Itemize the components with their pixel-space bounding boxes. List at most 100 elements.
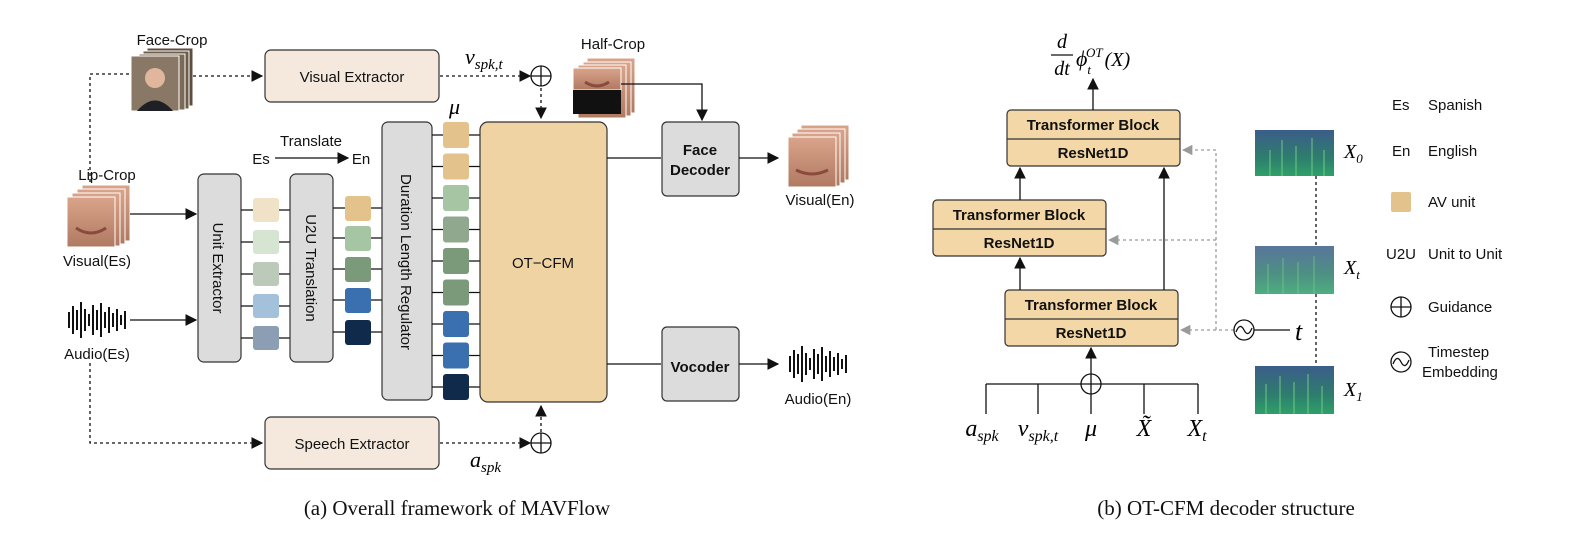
duration-unit-cell — [443, 342, 469, 369]
legend-text-english: English — [1428, 143, 1477, 160]
u2u-unit-cell — [345, 288, 371, 313]
half-crop-label: Half-Crop — [581, 36, 645, 53]
u2u-translation-box — [289, 173, 334, 363]
lip-unit-cell — [253, 198, 279, 222]
face-crop-label: Face-Crop — [137, 32, 208, 49]
guidance-icon — [530, 65, 552, 87]
face-crop-image — [130, 47, 194, 112]
visual-extractor-label: Visual Extractor — [300, 69, 405, 86]
duration-unit-cell — [443, 185, 469, 211]
lip-unit-cell — [253, 262, 279, 286]
visual-en-image — [787, 124, 850, 188]
caption-a: (a) Overall framework of MAVFlow — [304, 496, 611, 520]
mu-label: μ — [448, 94, 460, 119]
es-label: Es — [252, 151, 270, 168]
timestep-connectors — [1107, 144, 1234, 336]
u2u-unit-cell — [345, 257, 371, 282]
svg-text:dt: dt — [1054, 58, 1070, 80]
panel-b: d dt ϕtOT(X) Transformer Block ResNet1D … — [932, 31, 1363, 520]
resnet-label-mid: ResNet1D — [984, 235, 1055, 252]
output-formula: d dt ϕtOT(X) — [1051, 31, 1131, 80]
guidance-icon — [1080, 373, 1102, 395]
lip-crop-label: Lip-Crop — [78, 167, 136, 184]
u2u-unit-column — [333, 196, 382, 345]
resnet-label-bottom: ResNet1D — [1056, 325, 1127, 342]
duration-unit-column — [432, 122, 480, 400]
speech-extractor-box — [264, 416, 440, 470]
legend-text-guidance: Guidance — [1428, 299, 1492, 316]
ot-cfm-label: OT−CFM — [512, 255, 574, 272]
duration-unit-cell — [443, 374, 469, 400]
ot-cfm-box — [479, 121, 608, 403]
duration-regulator-label: Duration Length Regulator — [397, 174, 414, 350]
lip-unit-cell — [253, 294, 279, 318]
spectrogram-label: X0 — [1343, 141, 1363, 166]
u2u-unit-cell — [345, 196, 371, 221]
u2u-unit-cell — [345, 320, 371, 345]
unit-extractor-label: Unit Extractor — [209, 223, 226, 314]
resnet-label-top: ResNet1D — [1058, 145, 1129, 162]
visual-es-label: Visual(Es) — [63, 253, 131, 270]
vocoder-label: Vocoder — [671, 359, 730, 376]
spectrogram-label: Xt — [1343, 257, 1360, 282]
duration-unit-cell — [443, 216, 469, 243]
half-crop-image — [572, 57, 636, 119]
legend-text-unit-to-unit: Unit to Unit — [1428, 246, 1503, 263]
block-arrows — [1014, 77, 1170, 374]
legend-timestep-icon — [1390, 351, 1412, 373]
visual-extractor-box — [264, 49, 440, 103]
legend-text-embedding: Embedding — [1422, 364, 1498, 381]
duration-unit-cell — [443, 311, 469, 337]
legend: Es Spanish En English AV unit U2U Unit t… — [1386, 97, 1503, 381]
input-labels: aspk vspk,t μ X̃ Xt — [965, 415, 1207, 445]
unit-extractor-box — [197, 173, 242, 363]
visual-en-label: Visual(En) — [786, 192, 855, 209]
svg-text:ϕtOT(X): ϕtOT(X) — [1076, 45, 1131, 77]
dotted-connectors — [89, 70, 547, 449]
guidance-icon — [530, 432, 552, 454]
timestep-embedding-icon — [1233, 319, 1255, 341]
a-spk-label: aspk — [470, 447, 501, 476]
face-decoder-box — [661, 121, 740, 197]
legend-text-timestep: Timestep — [1428, 344, 1489, 361]
svg-text:d: d — [1057, 31, 1068, 53]
legend-av-unit-swatch — [1391, 192, 1411, 212]
legend-guidance-icon — [1390, 296, 1412, 318]
transformer-label-bottom: Transformer Block — [1025, 297, 1158, 314]
v-spk-t-label: vspk,t — [465, 44, 504, 73]
legend-text-spanish: Spanish — [1428, 97, 1482, 114]
decoder-input-label: vspk,t — [1018, 416, 1059, 445]
lip-unit-cell — [253, 326, 279, 350]
decoder-input-label: Xt — [1186, 416, 1207, 445]
face-decoder-label-1: Face — [683, 142, 717, 159]
face-decoder-label-2: Decoder — [670, 162, 730, 179]
speech-extractor-label: Speech Extractor — [294, 436, 409, 453]
duration-unit-cell — [443, 153, 469, 180]
decoder-input-label: aspk — [965, 416, 999, 445]
lip-unit-cell — [253, 230, 279, 254]
legend-key-en: En — [1392, 143, 1410, 160]
spectrogram-label: X1 — [1343, 379, 1363, 404]
legend-key-u2u: U2U — [1386, 246, 1416, 263]
duration-unit-cell — [443, 279, 469, 306]
lip-crop-image — [66, 184, 131, 248]
audio-en-waveform — [789, 346, 847, 382]
transformer-label-top: Transformer Block — [1027, 117, 1160, 134]
t-label: t — [1295, 317, 1303, 346]
audio-en-label: Audio(En) — [785, 391, 852, 408]
decoder-input-label: μ — [1084, 416, 1097, 442]
spectrogram-x1 — [1255, 366, 1334, 414]
spectrogram-x0 — [1255, 130, 1334, 176]
duration-unit-cell — [443, 248, 469, 274]
u2u-unit-cell — [345, 226, 371, 251]
legend-text-av-unit: AV unit — [1428, 194, 1476, 211]
audio-es-label: Audio(Es) — [64, 346, 130, 363]
transformer-label-mid: Transformer Block — [953, 207, 1086, 224]
transformer-block-bottom — [1004, 289, 1179, 347]
audio-es-waveform — [68, 302, 126, 338]
decoder-input-label: X̃ — [1136, 415, 1153, 442]
u2u-translation-label: U2U Translation — [302, 214, 319, 322]
en-label: En — [352, 151, 370, 168]
